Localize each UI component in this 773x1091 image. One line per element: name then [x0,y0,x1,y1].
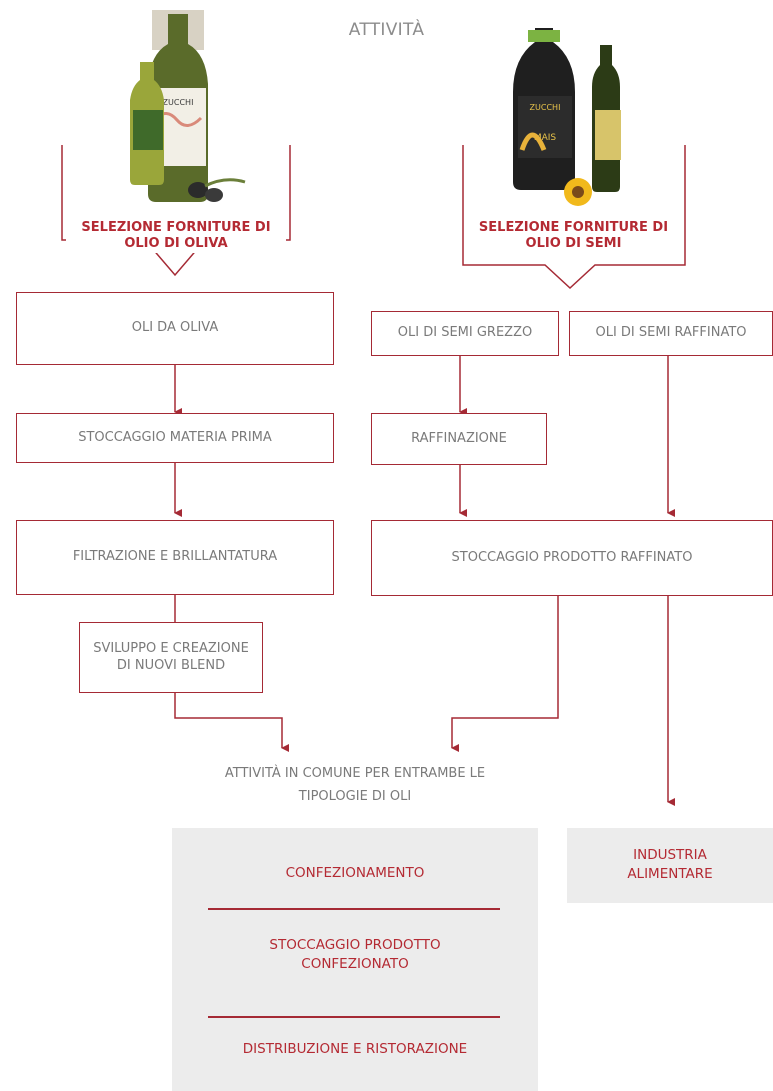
olive-selection-label: SELEZIONE FORNITURE DI OLIO DI OLIVA [66,220,286,253]
common-item-distribuzione: DISTRIBUZIONE E RISTORAZIONE [242,1041,468,1057]
seed-oil-bottles-image: ZUCCHI MAIS [513,28,621,206]
panel-divider-2 [208,1016,500,1018]
seed-selection-bracket [462,145,686,290]
common-item-stoccaggio-confezionato: STOCCAGGIO PRODOTTO CONFEZIONATO [269,937,441,972]
common-activities-label: ATTIVITÀ IN COMUNE PER ENTRAMBE LE TIPOL… [224,766,486,805]
common-activities-panel: CONFEZIONAMENTO STOCCAGGIO PRODOTTO CONF… [172,828,538,1091]
arrow-sviluppo-to-common [174,693,289,752]
step-sviluppo-nuovi-blend: SVILUPPO E CREAZIONE DI NUOVI BLEND [79,622,263,693]
step-stoccaggio-prodotto-raffinato: STOCCAGGIO PRODOTTO RAFFINATO [371,520,773,596]
step-stoccaggio-materia-prima: STOCCAGGIO MATERIA PRIMA [16,413,334,463]
panel-divider-1 [208,908,500,910]
seed-bottle-product: MAIS [534,133,557,143]
common-item-confezionamento: CONFEZIONAMENTO [285,865,425,881]
olive-selection-bracket [61,145,291,277]
step-oli-da-oliva: OLI DA OLIVA [16,292,334,365]
olive-oil-bottles-image: ZUCCHI [130,10,246,202]
step-oli-semi-grezzo: OLI DI SEMI GREZZO [371,311,559,356]
olive-bottle-brand: ZUCCHI [163,98,194,107]
industria-alimentare-panel: INDUSTRIA ALIMENTARE [567,828,773,903]
step-oli-semi-raffinato: OLI DI SEMI RAFFINATO [569,311,773,356]
industria-alimentare-label: INDUSTRIA ALIMENTARE [627,847,713,882]
seed-bottle-brand: ZUCCHI [530,103,561,112]
page-title: ATTIVITÀ [348,20,425,40]
step-filtrazione-brillantatura: FILTRAZIONE E BRILLANTATURA [16,520,334,595]
arrow-stoccaggio-raffinato-to-common [451,596,559,752]
step-raffinazione: RAFFINAZIONE [371,413,547,465]
seed-selection-label: SELEZIONE FORNITURE DI OLIO DI SEMI [466,220,681,253]
